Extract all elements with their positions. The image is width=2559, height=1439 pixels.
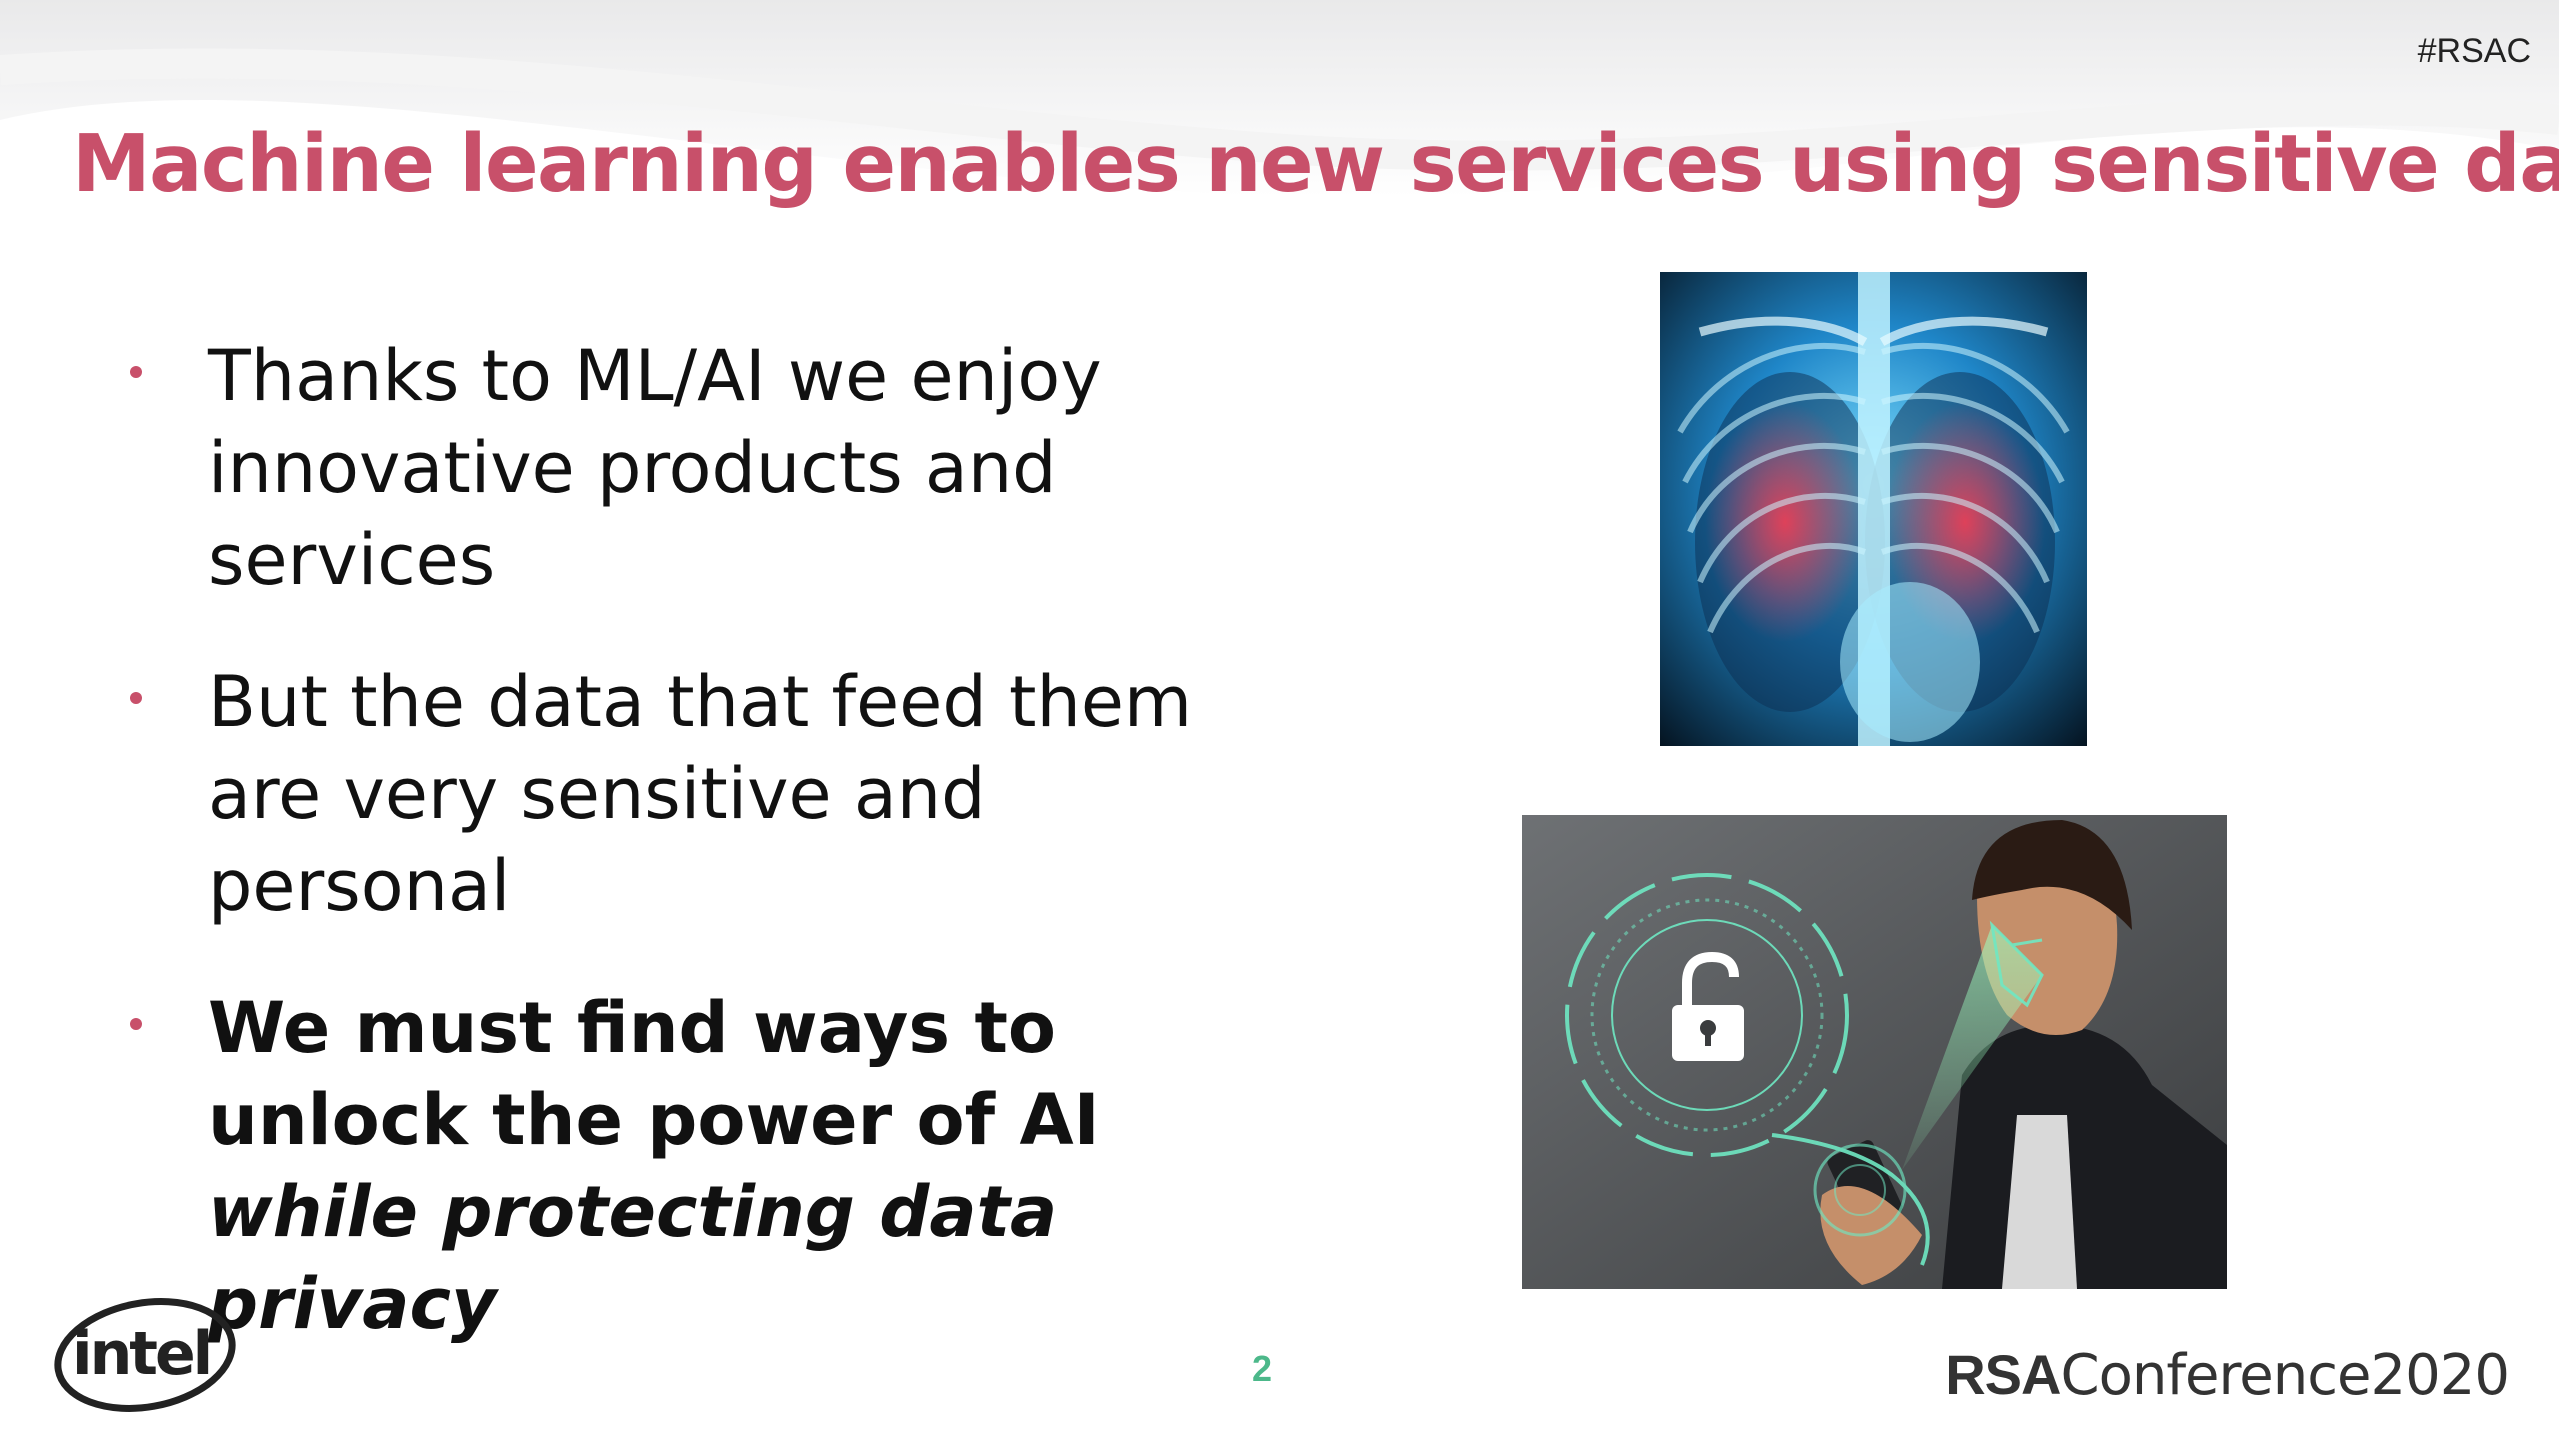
rsa-logo-light: Conference2020	[2060, 1343, 2510, 1408]
bullet-text: We must find ways to unlock the power of…	[208, 982, 1300, 1350]
bullet-dot-icon	[130, 1018, 142, 1030]
slide-title: Machine learning enables new services us…	[72, 118, 2559, 210]
face-recognition-image	[1522, 815, 2227, 1289]
hashtag: #RSAC	[2417, 32, 2531, 70]
chest-xray-image	[1660, 272, 2087, 746]
bullet-text-bold: We must find ways to unlock the power of…	[208, 987, 1100, 1161]
bullet-list: Thanks to ML/AI we enjoy innovative prod…	[120, 330, 1300, 1400]
page-number: 2	[1252, 1348, 1273, 1389]
bullet-dot-icon	[130, 366, 142, 378]
lock-icon	[1672, 951, 1744, 1061]
rsa-conference-logo: RSAConference2020	[1945, 1340, 2510, 1410]
bullet-dot-icon	[130, 692, 142, 704]
bullet-text-bold-italic: while protecting data privacy	[208, 1171, 1058, 1345]
intel-logo: intel	[50, 1290, 240, 1420]
bullet-item: Thanks to ML/AI we enjoy innovative prod…	[120, 330, 1300, 606]
background-wave	[0, 0, 2559, 197]
intel-logo-text: intel	[72, 1319, 210, 1389]
bullet-text: But the data that feed them are very sen…	[208, 661, 1193, 927]
rsa-logo-strong: RSA	[1945, 1343, 2061, 1406]
bullet-item: We must find ways to unlock the power of…	[120, 982, 1300, 1350]
bullet-text: Thanks to ML/AI we enjoy innovative prod…	[208, 335, 1102, 601]
bullet-item: But the data that feed them are very sen…	[120, 656, 1300, 932]
